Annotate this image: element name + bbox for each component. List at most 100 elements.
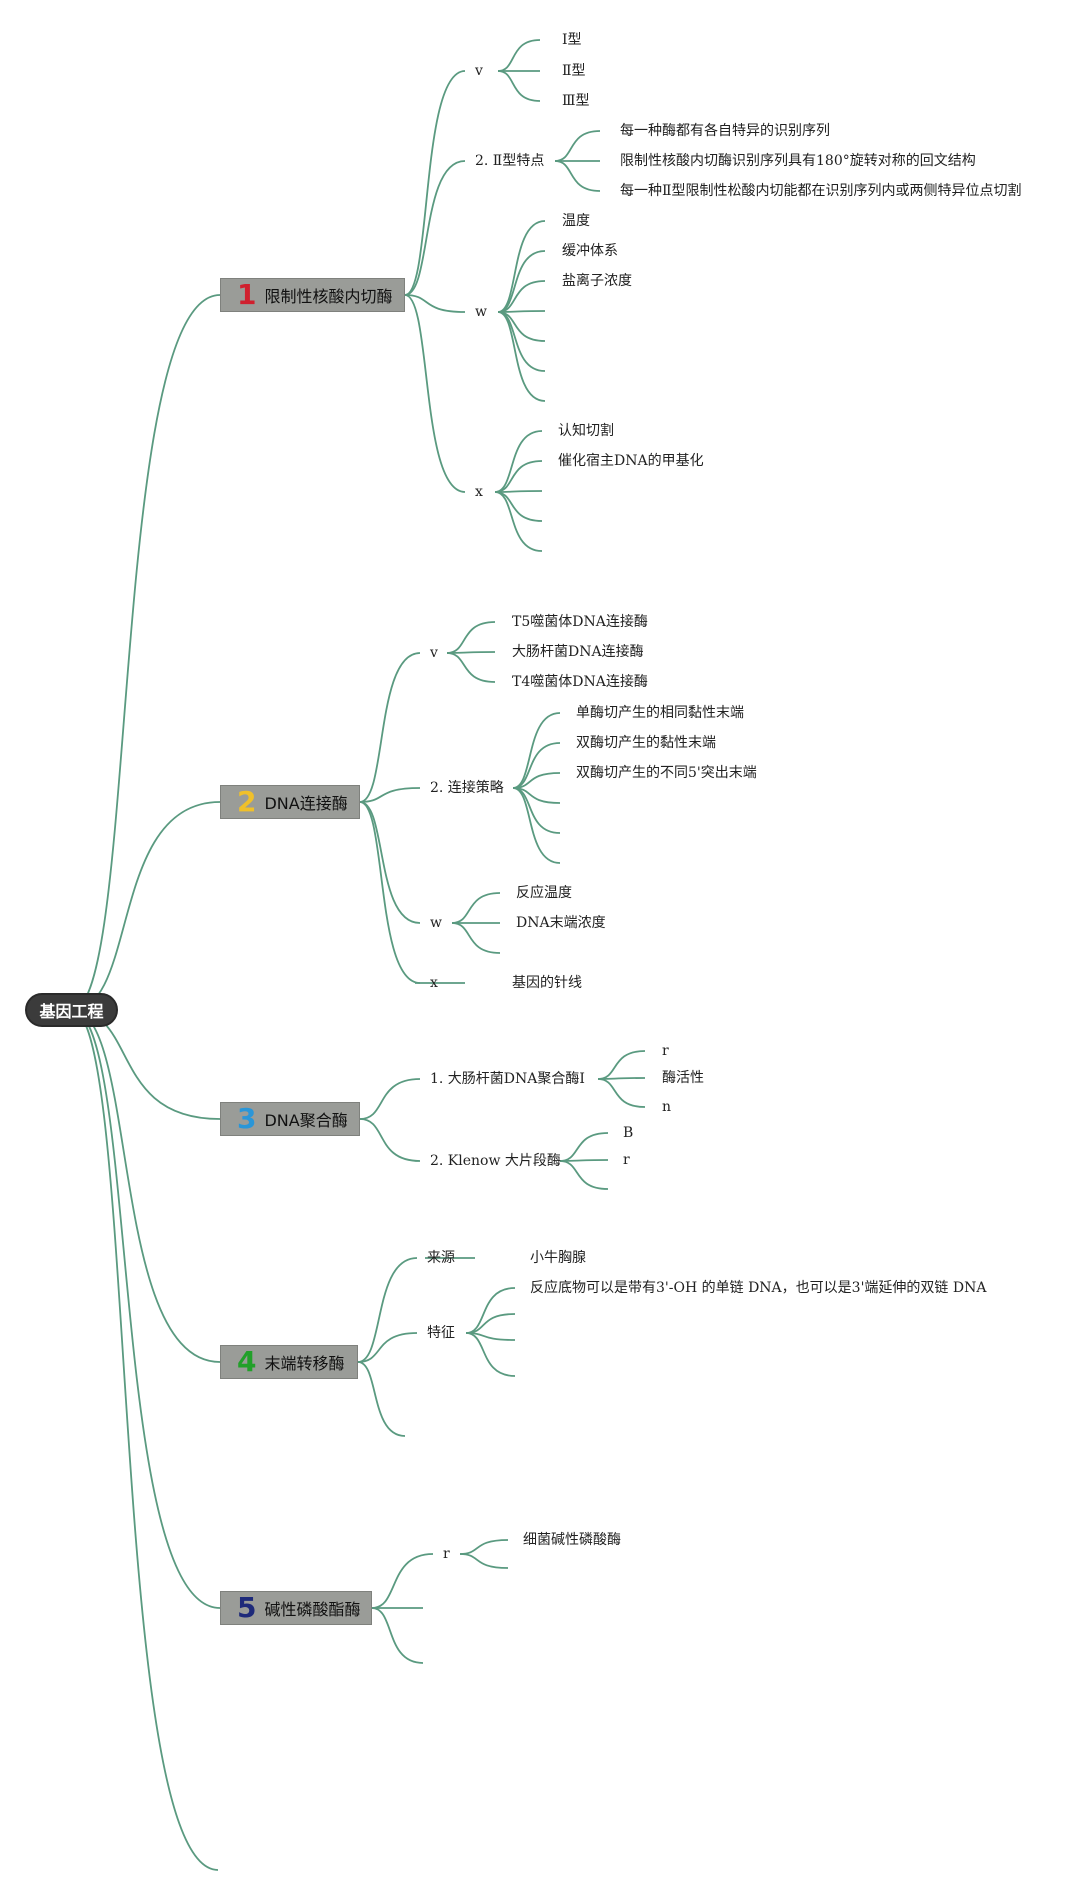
branch-3-child-2-item-link-2 xyxy=(559,1159,609,1162)
branch-2-child-1-item-link-3 xyxy=(446,652,496,683)
branch-4-child-link-2 xyxy=(357,1332,418,1363)
branch-2-child-2-item-link-1 xyxy=(512,712,561,789)
branch-4-child-2-item-link-4 xyxy=(465,1332,516,1377)
root-node[interactable]: 基因工程 xyxy=(25,993,118,1027)
branch-2-child-1-item-2[interactable]: 大肠杆菌DNA连接酶 xyxy=(512,644,644,660)
branch-1-child-3[interactable]: w xyxy=(475,304,487,320)
branch-1-child-1-item-2[interactable]: Ⅱ型 xyxy=(562,63,586,79)
branch-2-child-3-item-2[interactable]: DNA末端浓度 xyxy=(516,915,606,931)
branch-5-child-1-item-link-1 xyxy=(459,1539,509,1555)
branch-3-child-1-item-link-1 xyxy=(597,1050,646,1080)
branch-1-child-4-item-2[interactable]: 催化宿主DNA的甲基化 xyxy=(558,453,704,469)
branch-4-child-1-item-1[interactable]: 小牛胸腺 xyxy=(530,1250,586,1266)
branch-1-child-1-item-link-1 xyxy=(497,39,541,72)
branch-2-child-2-item-2[interactable]: 双酶切产生的黏性末端 xyxy=(576,735,716,751)
branch-2-child-3[interactable]: w xyxy=(430,915,442,931)
branch-1-child-3-item-1[interactable]: 温度 xyxy=(562,213,590,229)
branch-number-5: 5 xyxy=(237,1591,257,1624)
branch-1-child-4-item-1[interactable]: 认知切割 xyxy=(558,423,614,439)
branch-3-child-2-item-1[interactable]: B xyxy=(623,1125,634,1141)
branch-1-child-3-item-link-6 xyxy=(497,311,546,372)
branch-1-child-link-3 xyxy=(404,294,466,313)
branch-2-child-2[interactable]: 2. 连接策略 xyxy=(430,780,504,796)
branch-2-child-1[interactable]: v xyxy=(430,645,438,661)
branch-2-child-3-item-link-3 xyxy=(451,922,501,954)
branch-4-child-2[interactable]: 特征 xyxy=(427,1325,455,1341)
branch-2-child-3-item-link-1 xyxy=(451,892,501,924)
branch-1-child-link-2 xyxy=(404,160,466,296)
branch-1-child-1[interactable]: v xyxy=(475,63,483,79)
branch-1-child-link-1 xyxy=(404,70,466,296)
root-link-4 xyxy=(71,1009,221,1363)
branch-number-2: 2 xyxy=(237,785,257,818)
branch-5-child-link-1 xyxy=(371,1553,434,1609)
branch-1-child-3-item-2[interactable]: 缓冲体系 xyxy=(562,243,618,259)
branch-1-child-2-item-3[interactable]: 每一种Ⅱ型限制性松酸内切能都在识别序列内或两侧特异位点切割 xyxy=(620,183,1022,199)
branch-1-child-4[interactable]: x xyxy=(475,484,483,500)
branch-2-child-1-item-link-1 xyxy=(446,621,496,654)
branch-2-child-link-2 xyxy=(359,787,421,803)
branch-1-child-3-item-link-1 xyxy=(497,220,546,313)
branch-label-3: DNA聚合酶 xyxy=(264,1111,348,1130)
branch-3-child-2-item-link-1 xyxy=(559,1132,609,1162)
branch-5-empty-link-3 xyxy=(371,1607,424,1664)
branch-number-4: 4 xyxy=(237,1345,257,1378)
branch-3-child-1-item-2[interactable]: 酶活性 xyxy=(662,1070,704,1086)
branch-1-child-2-item-link-3 xyxy=(554,160,601,192)
branch-node-2[interactable]: 2 DNA连接酶 xyxy=(220,785,360,819)
branch-label-1: 限制性核酸内切酶 xyxy=(264,287,393,306)
root-link-2 xyxy=(71,801,221,1011)
branch-5-child-1-item-1[interactable]: 细菌碱性磷酸酶 xyxy=(523,1532,621,1548)
branch-2-child-3-item-1[interactable]: 反应温度 xyxy=(516,885,572,901)
branch-1-child-2-item-link-1 xyxy=(554,130,601,162)
branch-3-child-link-2 xyxy=(359,1118,421,1162)
branch-4-child-2-item-1[interactable]: 反应底物可以是带有3'-OH 的单链 DNA，也可以是3'端延伸的双链 DNA xyxy=(530,1280,987,1296)
branch-node-1[interactable]: 1 限制性核酸内切酶 xyxy=(220,278,405,312)
branch-2-child-2-item-link-2 xyxy=(512,742,561,789)
branch-2-child-1-item-1[interactable]: T5噬菌体DNA连接酶 xyxy=(512,614,648,630)
branch-1-child-2-item-2[interactable]: 限制性核酸内切酶识别序列具有180°旋转对称的回文结构 xyxy=(620,153,976,169)
branch-3-child-2-item-link-3 xyxy=(559,1160,609,1190)
branch-1-child-2-item-1[interactable]: 每一种酶都有各自特异的识别序列 xyxy=(620,123,830,139)
branch-1-child-3-item-link-2 xyxy=(497,250,546,313)
branch-2-child-1-item-3[interactable]: T4噬菌体DNA连接酶 xyxy=(512,674,648,690)
branch-5-child-1-item-link-2 xyxy=(459,1553,509,1569)
branch-1-child-2[interactable]: 2. Ⅱ型特点 xyxy=(475,153,545,169)
branch-2-child-1-item-link-2 xyxy=(446,651,496,654)
branch-label-2: DNA连接酶 xyxy=(264,794,348,813)
branch-3-child-link-1 xyxy=(359,1078,421,1120)
branch-1-child-3-item-3[interactable]: 盐离子浓度 xyxy=(562,273,632,289)
branch-number-1: 1 xyxy=(237,278,257,311)
branch-3-child-1-item-3[interactable]: n xyxy=(662,1099,672,1115)
branch-4-child-link-1 xyxy=(357,1257,418,1363)
branch-3-child-1[interactable]: 1. 大肠杆菌DNA聚合酶Ⅰ xyxy=(430,1071,585,1087)
branch-3-child-2[interactable]: 2. Klenow 大片段酶 xyxy=(430,1153,561,1169)
branch-3-child-1-item-1[interactable]: r xyxy=(662,1043,669,1059)
branch-2-child-2-item-3[interactable]: 双酶切产生的不同5'突出末端 xyxy=(576,765,757,781)
branch-4-child-2-item-link-3 xyxy=(465,1332,516,1341)
branch-1-child-1-item-1[interactable]: Ⅰ型 xyxy=(562,32,582,48)
branch-5-child-1[interactable]: r xyxy=(443,1546,450,1562)
branch-2-child-4-item-1[interactable]: 基因的针线 xyxy=(512,975,582,991)
branch-4-child-2-item-link-1 xyxy=(465,1287,516,1334)
branch-4-child-1[interactable]: 来源 xyxy=(427,1250,455,1266)
root-link-trailing xyxy=(71,1009,219,1871)
branch-1-child-1-item-link-3 xyxy=(497,70,541,102)
branch-1-child-3-item-link-7 xyxy=(497,311,546,402)
branch-1-child-4-item-link-2 xyxy=(494,460,543,493)
branch-1-child-4-item-link-3 xyxy=(494,490,543,493)
branch-label-4: 末端转移酶 xyxy=(264,1354,345,1373)
root-link-1 xyxy=(71,294,221,1011)
branch-1-child-3-item-link-4 xyxy=(497,310,546,313)
branch-3-child-2-item-2[interactable]: r xyxy=(623,1152,630,1168)
branch-node-4[interactable]: 4 末端转移酶 xyxy=(220,1345,358,1379)
branch-2-child-4[interactable]: x xyxy=(430,975,438,991)
root-link-5 xyxy=(71,1009,221,1609)
branch-1-child-1-item-3[interactable]: Ⅲ型 xyxy=(562,93,590,109)
branch-1-child-4-item-link-4 xyxy=(494,491,543,522)
branch-2-child-2-item-1[interactable]: 单酶切产生的相同黏性末端 xyxy=(576,705,744,721)
